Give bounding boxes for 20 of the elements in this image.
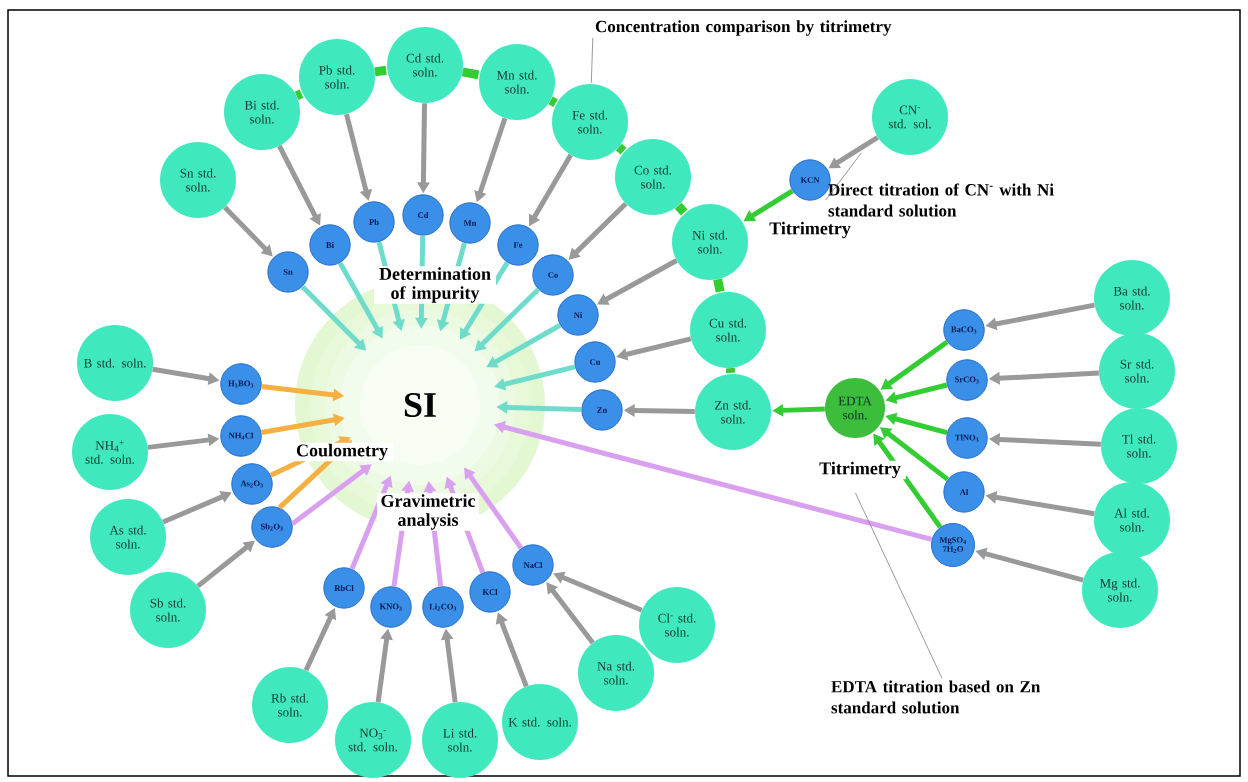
annotation-text: Concentration comparison by titrimetry: [595, 20, 892, 36]
leader-line: [855, 492, 943, 679]
method-label: Titrimetry: [814, 460, 906, 480]
arrow: [196, 540, 255, 589]
annotation-text: Direct titration of CN$^{-}$ with Ni standard solution: [828, 183, 1054, 217]
link-bar: [713, 278, 725, 293]
link-bar: [374, 65, 387, 77]
link-bar: [615, 143, 627, 155]
link-bar: [461, 67, 480, 80]
link-bar: [674, 202, 688, 216]
link-bar: [294, 89, 304, 100]
method-label: Coulometry: [291, 442, 393, 462]
link-bar: [548, 96, 558, 108]
annotation-text: EDTA titration based on Zn standard solution: [831, 680, 1041, 714]
method-label: Titrimetry: [759, 220, 861, 240]
link-bar: [725, 367, 736, 374]
method-label: Gravimetric analysis: [377, 493, 479, 531]
leader-line: [825, 152, 862, 201]
leader-line: [590, 37, 594, 84]
method-label: Determination of impurity: [374, 266, 496, 304]
